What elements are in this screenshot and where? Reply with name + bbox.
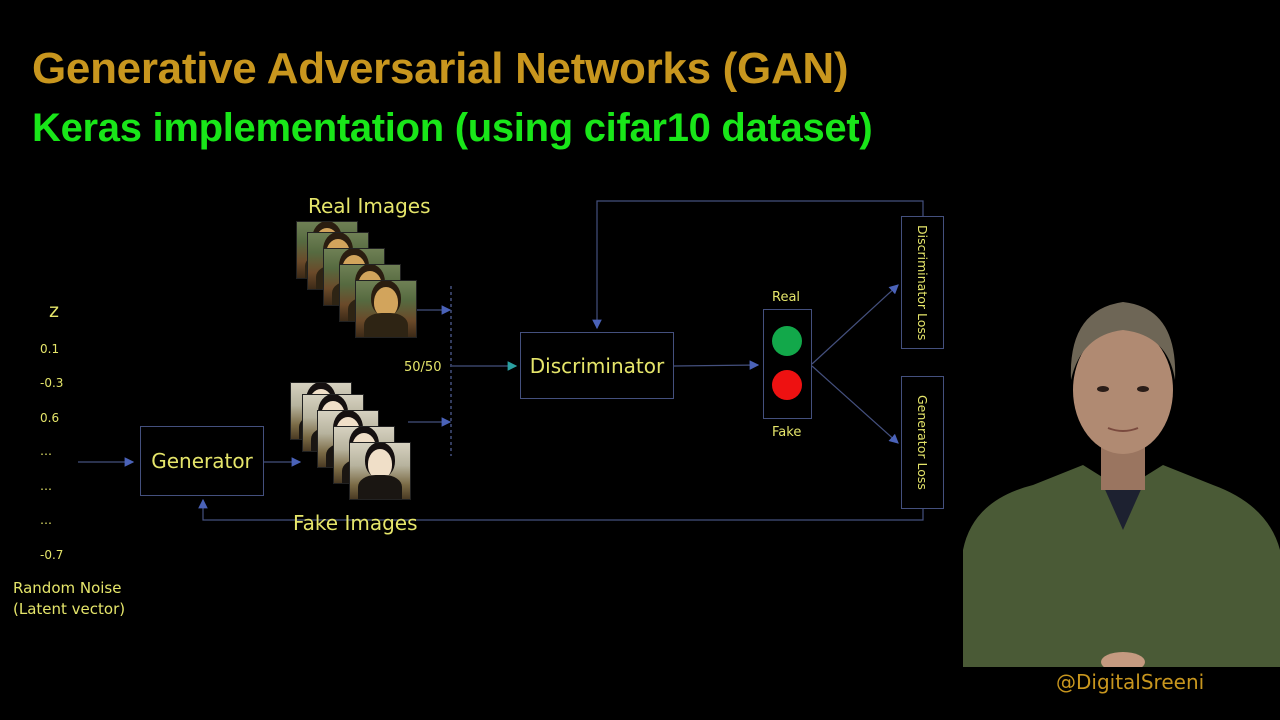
latent-label-line1: Random Noise xyxy=(13,579,122,597)
latent-value: -0.3 xyxy=(40,376,64,390)
discriminator-block: Discriminator xyxy=(520,332,674,399)
latent-symbol: z xyxy=(49,300,59,322)
mix-ratio-label: 50/50 xyxy=(404,360,442,375)
discriminator-label: Discriminator xyxy=(529,353,665,378)
discriminator-loss-block: Discriminator Loss xyxy=(901,216,944,349)
latent-label-line2: (Latent vector) xyxy=(13,600,126,618)
latent-value: 0.6 xyxy=(40,411,60,425)
output-fake-label: Fake xyxy=(772,425,802,440)
slide-subtitle: Keras implementation (using cifar10 data… xyxy=(32,106,873,150)
output-real-label: Real xyxy=(772,290,801,305)
real-image-thumb xyxy=(355,280,417,338)
latent-value: … xyxy=(40,444,52,458)
real-light-icon xyxy=(772,326,802,356)
generator-block: Generator xyxy=(140,426,264,496)
presenter-icon xyxy=(963,290,1280,672)
generator-loss-block: Generator Loss xyxy=(901,376,944,509)
latent-vector-label: Random Noise (Latent vector) xyxy=(13,578,125,620)
presenter-handle: @DigitalSreeni xyxy=(1056,670,1205,694)
presenter-video xyxy=(963,290,1280,672)
latent-value: -0.7 xyxy=(40,548,64,562)
fake-images-label: Fake Images xyxy=(293,511,418,535)
generator-loss-label: Generator Loss xyxy=(915,395,930,490)
latent-value: … xyxy=(40,479,52,493)
fake-light-icon xyxy=(772,370,802,400)
discriminator-loss-label: Discriminator Loss xyxy=(915,224,930,341)
generator-label: Generator xyxy=(151,449,253,473)
fake-image-thumb xyxy=(349,442,411,500)
real-images-label: Real Images xyxy=(308,194,431,218)
slide-title: Generative Adversarial Networks (GAN) xyxy=(32,44,849,93)
latent-value: … xyxy=(40,513,52,527)
classifier-output-indicator xyxy=(763,309,812,419)
latent-value: 0.1 xyxy=(40,342,60,356)
